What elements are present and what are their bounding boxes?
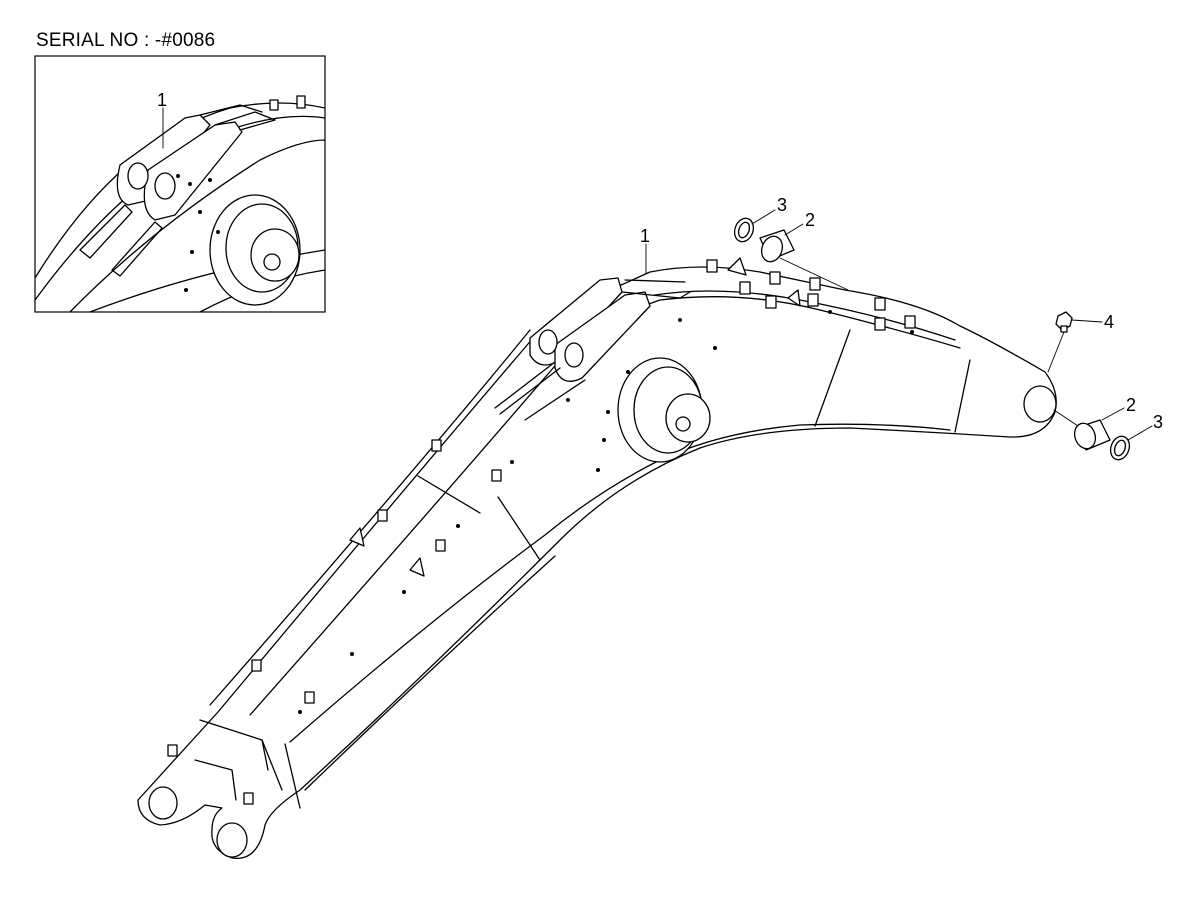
callout-ring-bottom-3: 3 bbox=[1153, 412, 1163, 432]
callout-fitting-4: 4 bbox=[1104, 312, 1114, 332]
inset-frame bbox=[34, 55, 326, 313]
mount-blocks bbox=[167, 259, 916, 805]
bushing-bottom bbox=[1073, 419, 1111, 451]
rivet-dots bbox=[298, 310, 914, 714]
inset-detail: 1 bbox=[34, 55, 326, 313]
main-boom bbox=[137, 257, 1057, 860]
serial-number-label: SERIAL NO : -#0086 bbox=[36, 30, 216, 51]
bushing-top bbox=[759, 229, 795, 263]
grease-fitting bbox=[1055, 311, 1073, 333]
callout-ring-top-3: 3 bbox=[777, 195, 787, 215]
callout-boom-1: 1 bbox=[640, 226, 650, 246]
callout-bushing-top-2: 2 bbox=[805, 210, 815, 230]
callout-bushing-bottom-2: 2 bbox=[1126, 395, 1136, 415]
callout-inset-1: 1 bbox=[157, 90, 167, 110]
